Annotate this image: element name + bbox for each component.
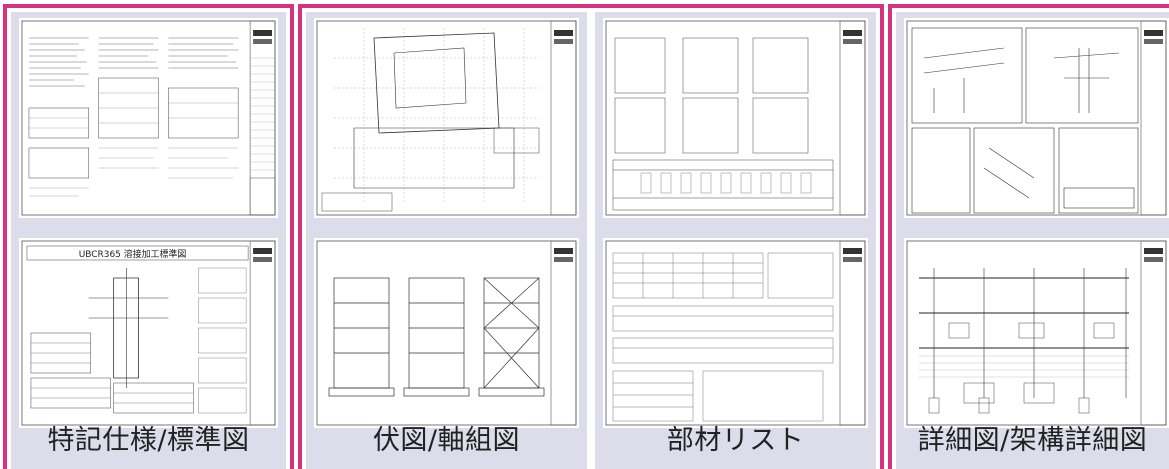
thumbnail-framing-elevation-sheet[interactable] [314,238,579,428]
thumbnail-welding-standard-sheet[interactable]: UBCR365 溶接加工標準図 [19,238,278,428]
framing-elevation-drawing [316,240,577,426]
category-card-plans[interactable]: 伏図/軸組図 [306,12,587,469]
svg-text:UBCR365 溶接加工標準図: UBCR365 溶接加工標準図 [79,248,187,260]
floor-plan-drawing [316,20,577,216]
category-group-spec: UBCR365 溶接加工標準図 特記仕様/標準図 [3,4,294,469]
category-label: 詳細図/架構詳細図 [917,425,1148,456]
thumbnail-floor-plan-sheet[interactable] [314,18,579,218]
member-list-drawing [605,20,866,216]
thumbnail-member-list-sheet[interactable] [603,18,868,218]
spec-sheet-drawing [21,20,276,216]
welding-standard-drawing: UBCR365 溶接加工標準図 [21,240,276,426]
thumbnail-frame-detail-sheet[interactable] [904,238,1169,428]
member-schedule-drawing [605,240,866,426]
category-card-member-list[interactable]: 部材リスト [595,12,876,469]
category-label: 部材リスト [666,425,805,456]
category-label: 特記仕様/標準図 [47,425,250,456]
category-label: 伏図/軸組図 [372,425,521,456]
detail-drawing [906,20,1167,216]
thumbnail-detail-sheet[interactable] [904,18,1169,218]
category-group-plans-and-lists: 伏図/軸組図 [298,4,884,469]
frame-detail-drawing [906,240,1167,426]
thumbnail-spec-sheet[interactable] [19,18,278,218]
category-card-details[interactable]: 詳細図/架構詳細図 [896,12,1169,469]
thumbnail-member-schedule-sheet[interactable] [603,238,868,428]
category-card-spec[interactable]: UBCR365 溶接加工標準図 特記仕様/標準図 [11,12,286,469]
category-group-details: 詳細図/架構詳細図 [888,4,1169,469]
